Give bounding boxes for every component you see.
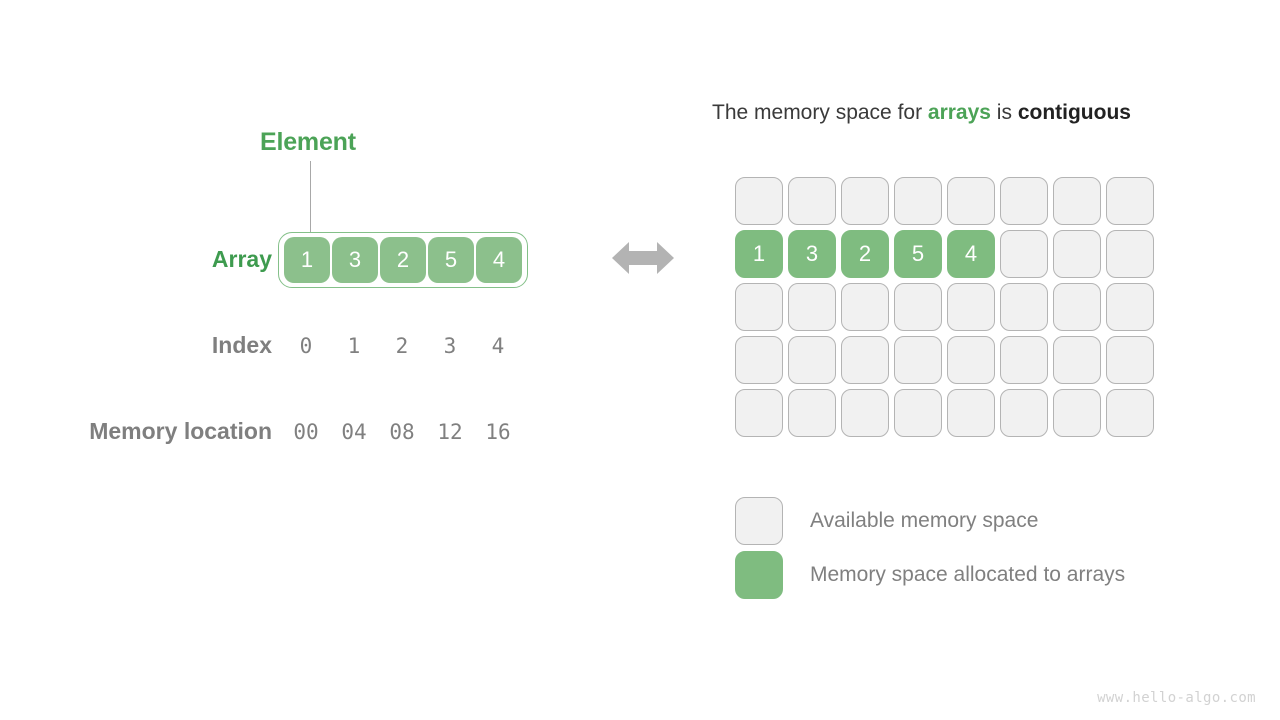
legend-label-available: Available memory space — [810, 509, 1039, 532]
index-value: 0 — [299, 334, 313, 358]
element-callout-label: Element — [260, 128, 356, 156]
memory-title-part2: is — [990, 101, 1018, 124]
memory-location-value: 00 — [293, 420, 319, 444]
memory-cell-free[interactable] — [735, 336, 783, 384]
element-callout-connector-line — [310, 161, 312, 235]
memory-location-value: 04 — [341, 420, 367, 444]
memory-cell-free[interactable] — [894, 283, 942, 331]
index-row-label: Index — [211, 332, 272, 358]
watermark: www.hello-algo.com — [1097, 690, 1256, 706]
memory-title-strong: contiguous — [1017, 101, 1131, 124]
memory-cell-free[interactable] — [1000, 230, 1048, 278]
memory-cell-free[interactable] — [947, 336, 995, 384]
memory-cell-free[interactable] — [1000, 389, 1048, 437]
memory-cell-allocated[interactable]: 4 — [947, 230, 995, 278]
legend-item-available: Available memory space — [735, 494, 1125, 548]
memory-cell-free[interactable] — [788, 389, 836, 437]
memory-cell-free[interactable] — [841, 336, 889, 384]
memory-cell-free[interactable] — [947, 177, 995, 225]
memory-cell-free[interactable] — [1106, 283, 1154, 331]
memory-cell-free[interactable] — [788, 336, 836, 384]
memory-cell-free[interactable] — [1000, 177, 1048, 225]
memory-cell-allocated[interactable]: 1 — [735, 230, 783, 278]
index-value: 4 — [491, 334, 505, 358]
legend-swatch-allocated-icon — [735, 551, 783, 599]
index-value: 2 — [395, 334, 409, 358]
memory-cell-free[interactable] — [841, 283, 889, 331]
memory-cell-allocated[interactable]: 2 — [841, 230, 889, 278]
memory-cell-free[interactable] — [894, 389, 942, 437]
array-cell[interactable]: 4 — [476, 237, 522, 283]
memory-location-value: 08 — [389, 420, 415, 444]
array-container: 1 3 2 5 4 — [278, 232, 528, 288]
memory-cell-free[interactable] — [1000, 336, 1048, 384]
memory-cell-free[interactable] — [1053, 230, 1101, 278]
memory-cell-free[interactable] — [735, 283, 783, 331]
array-cell[interactable]: 1 — [284, 237, 330, 283]
memory-cell-free[interactable] — [1053, 336, 1101, 384]
memory-cell-free[interactable] — [1053, 283, 1101, 331]
memory-location-values-row: 00 04 08 12 16 — [278, 419, 526, 445]
array-row-label: Array — [211, 246, 272, 272]
memory-title: The memory space for arrays is contiguou… — [712, 101, 1131, 125]
array-cell[interactable]: 2 — [380, 237, 426, 283]
memory-cell-free[interactable] — [788, 283, 836, 331]
index-value: 3 — [443, 334, 457, 358]
memory-cell-free[interactable] — [788, 177, 836, 225]
double-arrow-icon — [612, 242, 674, 274]
memory-cell-free[interactable] — [1053, 389, 1101, 437]
memory-location-row-label: Memory location — [89, 418, 272, 444]
memory-cell-free[interactable] — [735, 389, 783, 437]
memory-title-accent: arrays — [927, 101, 991, 124]
legend-item-allocated: Memory space allocated to arrays — [735, 548, 1125, 602]
memory-cell-free[interactable] — [947, 283, 995, 331]
memory-cell-free[interactable] — [894, 336, 942, 384]
index-value: 1 — [347, 334, 361, 358]
memory-cell-allocated[interactable]: 5 — [894, 230, 942, 278]
memory-location-value: 12 — [437, 420, 463, 444]
memory-cell-free[interactable] — [735, 177, 783, 225]
memory-cell-free[interactable] — [1106, 177, 1154, 225]
memory-cell-free[interactable] — [841, 389, 889, 437]
legend: Available memory space Memory space allo… — [735, 494, 1125, 602]
index-values-row: 0 1 2 3 4 — [278, 333, 526, 359]
legend-label-allocated: Memory space allocated to arrays — [810, 563, 1126, 586]
memory-cell-free[interactable] — [1000, 283, 1048, 331]
memory-cell-free[interactable] — [841, 177, 889, 225]
array-cell[interactable]: 3 — [332, 237, 378, 283]
memory-cell-free[interactable] — [947, 389, 995, 437]
memory-title-part1: The memory space for — [712, 101, 928, 124]
legend-swatch-available-icon — [735, 497, 783, 545]
memory-cell-free[interactable] — [1106, 389, 1154, 437]
memory-cell-free[interactable] — [1106, 336, 1154, 384]
array-cell[interactable]: 5 — [428, 237, 474, 283]
memory-cell-free[interactable] — [1053, 177, 1101, 225]
memory-cell-free[interactable] — [1106, 230, 1154, 278]
memory-cell-free[interactable] — [894, 177, 942, 225]
memory-location-value: 16 — [485, 420, 511, 444]
memory-cell-allocated[interactable]: 3 — [788, 230, 836, 278]
